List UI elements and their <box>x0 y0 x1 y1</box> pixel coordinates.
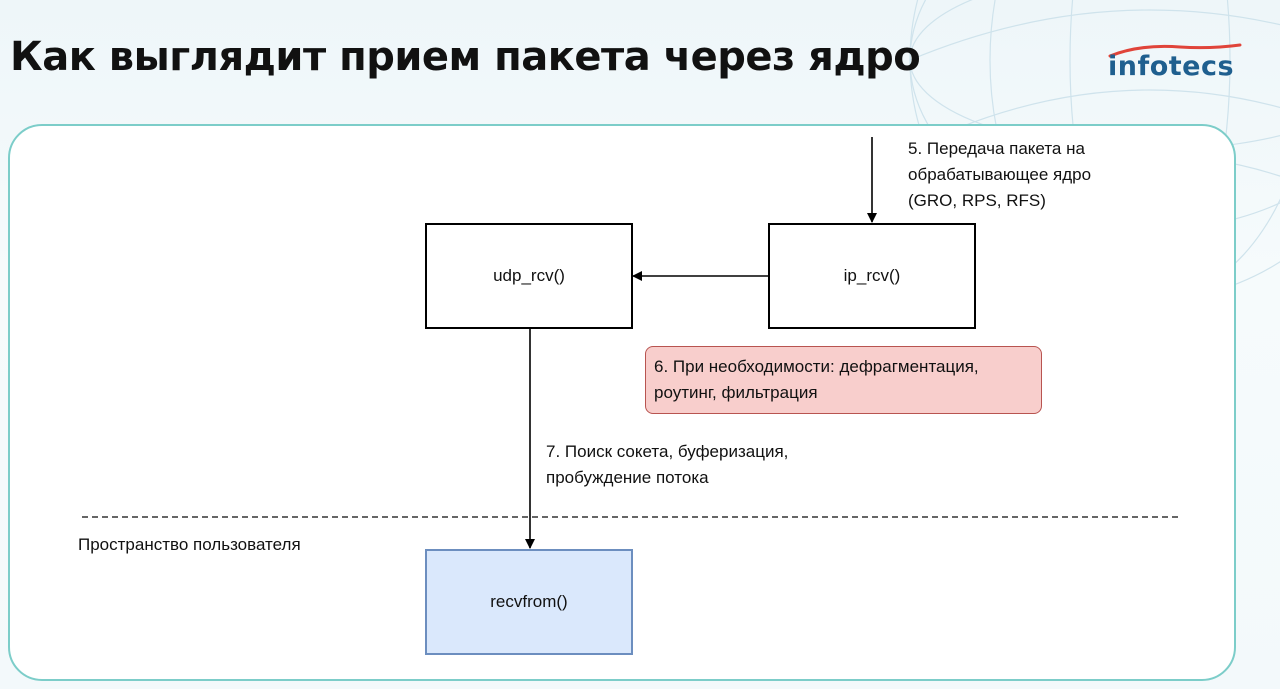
node-ip-rcv-label: ip_rcv() <box>843 266 901 285</box>
node-ip-rcv: ip_rcv() <box>768 223 976 329</box>
logo-arc-icon <box>1108 43 1242 58</box>
logo-text: infotecs <box>1108 51 1235 82</box>
step5-annotation: 5. Передача пакета на обрабатывающее ядр… <box>908 136 1091 214</box>
step6-line-2: роутинг, фильтрация <box>654 383 818 402</box>
infotecs-logo: infotecs <box>1100 40 1250 90</box>
user-space-label: Пространство пользователя <box>78 535 301 554</box>
step7-line-2: пробуждение потока <box>546 468 709 487</box>
node-udp-rcv-label: udp_rcv() <box>493 266 565 285</box>
step7-annotation: 7. Поиск сокета, буферизация, пробуждени… <box>546 439 788 491</box>
step6-line-1: 6. При необходимости: дефрагментация, <box>654 357 979 376</box>
step7-line-1: 7. Поиск сокета, буферизация, <box>546 442 789 461</box>
slide-title: Как выглядит прием пакета через ядро <box>10 34 921 80</box>
step6-note: 6. При необходимости: дефрагментация, ро… <box>645 346 1042 414</box>
node-recvfrom: recvfrom() <box>425 549 633 655</box>
step5-line-3: (GRO, RPS, RFS) <box>908 191 1046 210</box>
node-recvfrom-label: recvfrom() <box>490 592 568 611</box>
step5-line-1: 5. Передача пакета на <box>908 139 1085 158</box>
node-udp-rcv: udp_rcv() <box>425 223 633 329</box>
step5-line-2: обрабатывающее ядро <box>908 165 1092 184</box>
